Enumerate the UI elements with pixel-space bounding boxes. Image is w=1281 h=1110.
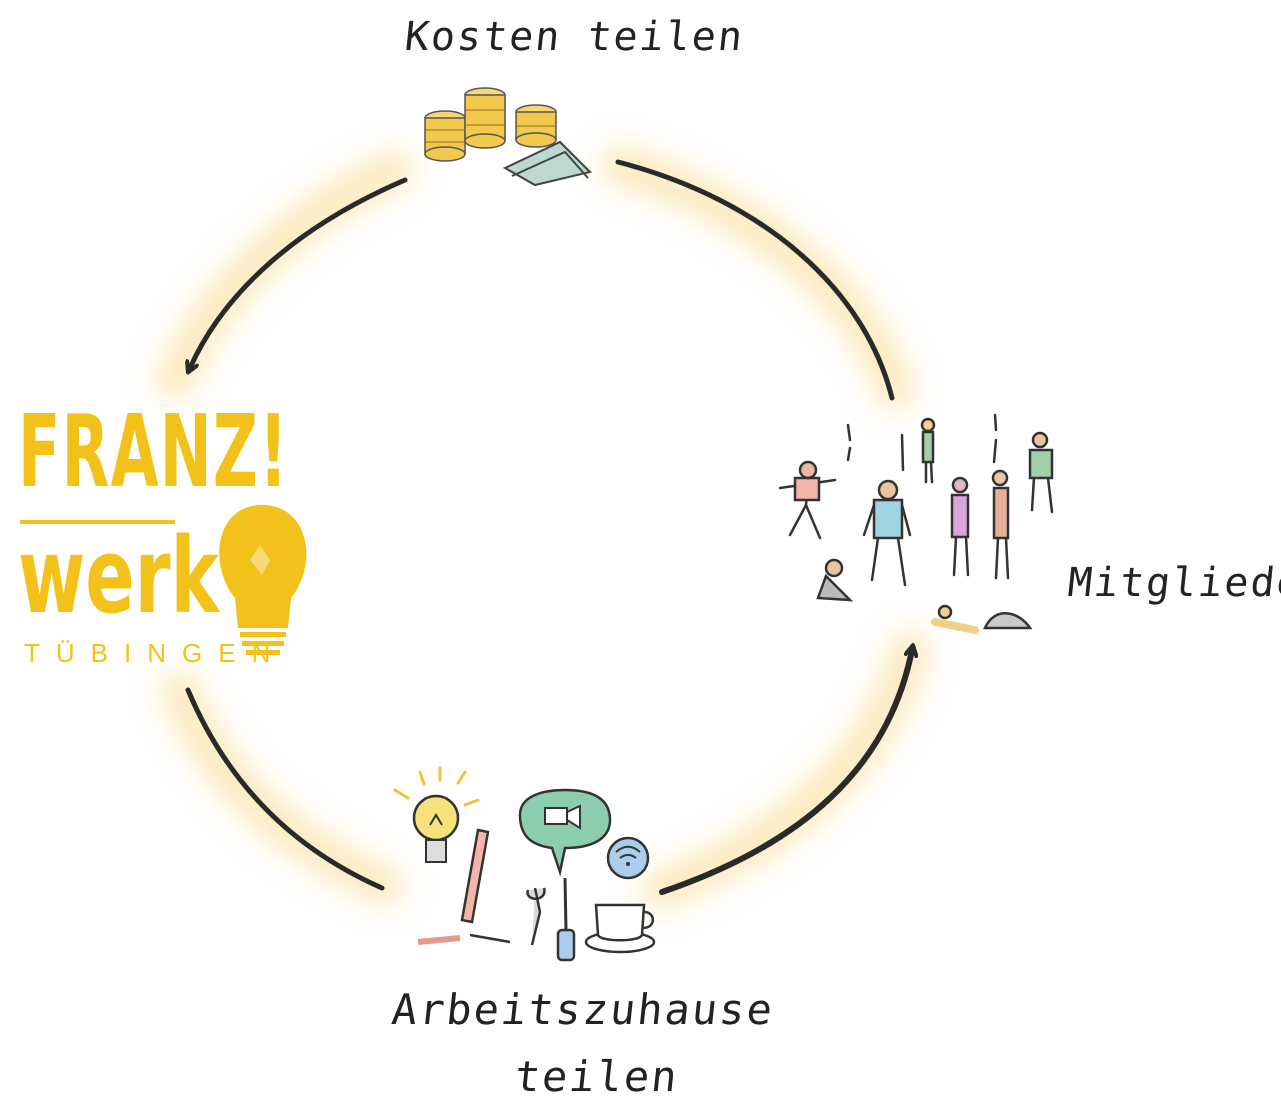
cycle-arrow-icon (190, 177, 408, 368)
logo-city-text: TÜBINGEN (24, 638, 287, 668)
label-mitglieder: Mitglieder (1065, 560, 1281, 606)
label-kosten-teilen: Kosten teilen (402, 14, 747, 60)
wifi-icon (606, 836, 650, 880)
cycle-arrow-icon (185, 687, 385, 891)
people-group-icon (778, 413, 1054, 634)
coins-icon (424, 87, 557, 162)
computer-icon (417, 828, 511, 945)
label-arbeitszuhause: Arbeitszuhause (389, 985, 777, 1034)
cycle-arrow-icon (659, 650, 912, 895)
logo-divider (20, 520, 175, 524)
cycle-arrow-icon (615, 159, 895, 401)
logo-werk-text: werk (18, 515, 219, 637)
coffee-cup-icon (584, 903, 656, 954)
label-teilen: teilen (512, 1052, 682, 1101)
cash-icon (502, 140, 592, 187)
lightbulb-icon (393, 766, 480, 863)
video-call-icon (518, 788, 612, 877)
logo-franz-text: FRANZ! (18, 393, 289, 510)
tools-icon (526, 877, 576, 962)
franzwerk-logo: FRANZ! werk TÜBINGEN (10, 402, 320, 672)
logo-bulb-icon (219, 505, 307, 655)
